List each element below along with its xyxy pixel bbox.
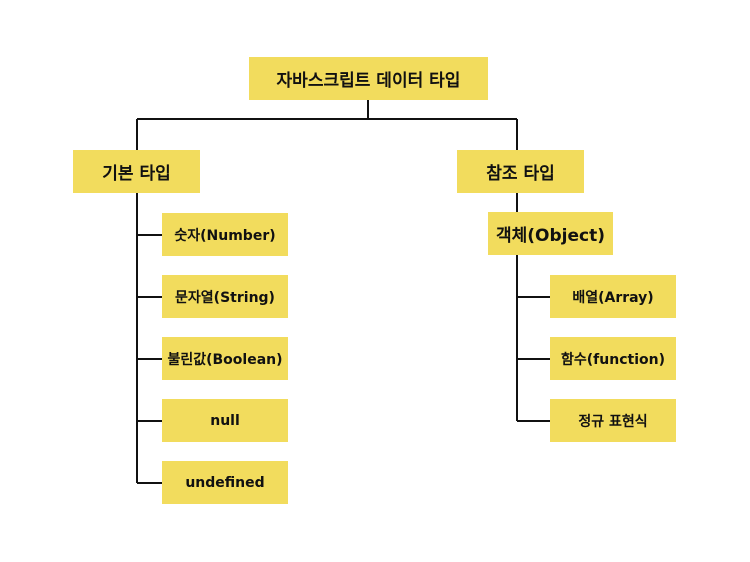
regexp-label: 정규 표현식 [578,413,648,430]
reference-type-label: 참조 타입 [486,164,555,184]
undefined-label: undefined [185,474,265,491]
array-label: 배열(Array) [572,289,654,306]
function-node: 함수(function) [550,337,676,380]
boolean-label: 불린값(Boolean) [167,351,283,368]
function-label: 함수(function) [561,351,665,368]
root-node: 자바스크립트 데이터 타입 [249,57,488,100]
number-label: 숫자(Number) [174,227,276,244]
number-node: 숫자(Number) [162,213,288,256]
object-label: 객체(Object) [495,226,605,246]
regexp-node: 정규 표현식 [550,399,676,442]
null-label: null [210,412,240,429]
null-node: null [162,399,288,442]
array-node: 배열(Array) [550,275,676,318]
reference-type-node: 참조 타입 [457,150,584,193]
string-node: 문자열(String) [162,275,288,318]
root-label: 자바스크립트 데이터 타입 [276,71,461,91]
boolean-node: 불린값(Boolean) [162,337,288,380]
undefined-node: undefined [162,461,288,504]
string-label: 문자열(String) [175,289,275,306]
object-node: 객체(Object) [488,212,613,255]
primitive-type-label: 기본 타입 [102,164,171,184]
primitive-type-node: 기본 타입 [73,150,200,193]
